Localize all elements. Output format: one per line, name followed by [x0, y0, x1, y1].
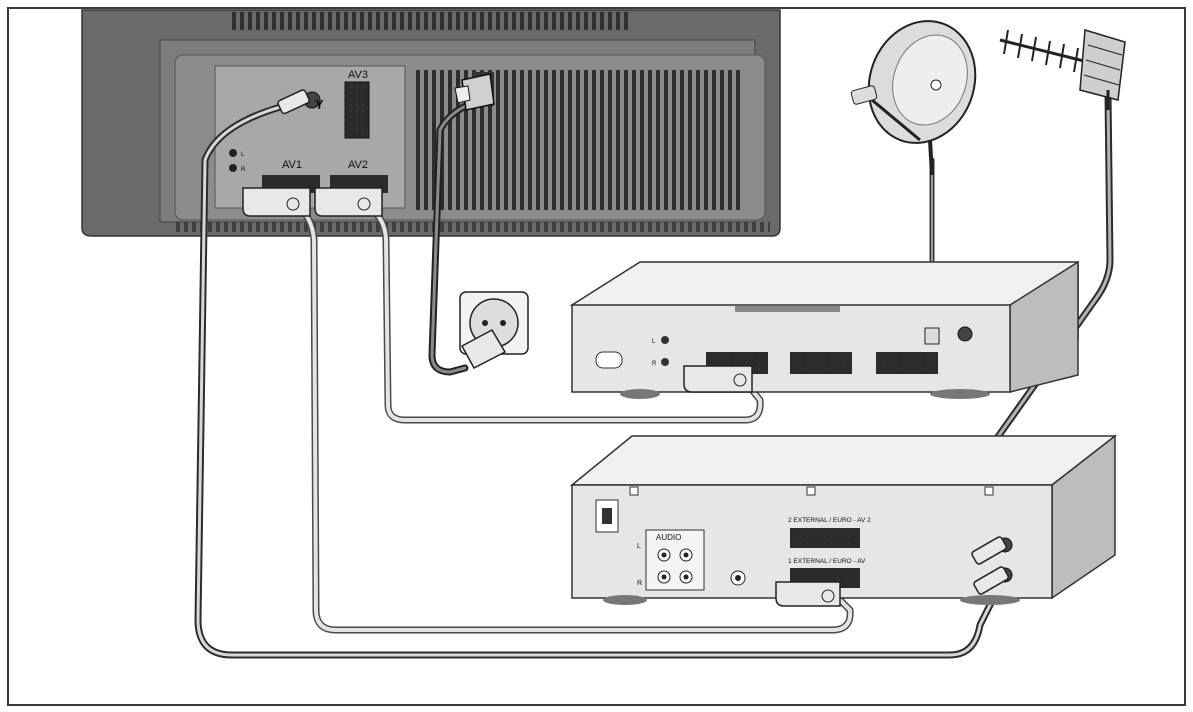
- av3-label: AV3: [348, 69, 368, 81]
- sat-audio-r-jack: [661, 358, 669, 366]
- yagi-antenna-icon: [999, 29, 1126, 110]
- av1-label: AV1: [282, 159, 302, 171]
- tv-audio-r-jack: [229, 164, 237, 172]
- sat-lnb-input: [957, 326, 973, 342]
- tv-audio-l-label: L: [241, 152, 245, 158]
- scart-plug-sat: [683, 365, 753, 393]
- vcr-scart2-label: 2 EXTERNAL / EURO - AV 2: [788, 517, 871, 524]
- scart-plug-vcr: [775, 581, 841, 607]
- wall-socket-icon: [459, 291, 529, 370]
- sat-audio-l-label: L: [652, 339, 656, 345]
- satellite-dish-icon: [850, 20, 977, 176]
- satellite-receiver: L R: [569, 260, 1079, 399]
- wall-plug: [460, 329, 507, 370]
- scart-plug-av2: [314, 187, 383, 217]
- lnb-plug: [924, 327, 940, 345]
- tv-audio-r-label: R: [241, 167, 246, 173]
- antenna-symbol: Y: [315, 97, 324, 112]
- vcr-audio-r-label: R: [637, 580, 642, 587]
- vcr-audio-panel: [645, 529, 705, 591]
- tv-rear: AV3 Y L R AV1 AV2: [81, 9, 781, 237]
- sat-power-inlet: [595, 351, 623, 369]
- power-plug-icon: [454, 73, 495, 111]
- vcr: AUDIO L R 2 EXTERNAL / EURO - AV 2 1 EXT…: [569, 434, 1118, 607]
- vcr-audio-label: AUDIO: [656, 533, 681, 542]
- av2-label: AV2: [348, 159, 368, 171]
- sat-audio-r-label: R: [652, 361, 657, 367]
- tv-plugs: [242, 73, 495, 217]
- rf-plug-out: [973, 566, 1010, 595]
- scart-plug-av1: [242, 187, 311, 217]
- vcr-audio-l-label: L: [637, 543, 641, 550]
- rf-plug-in: [971, 536, 1008, 565]
- antenna-plug: [277, 89, 310, 115]
- sat-audio-l-jack: [661, 336, 669, 344]
- vcr-scart1-label: 1 EXTERNAL / EURO - AV: [788, 558, 866, 565]
- tv-audio-l-jack: [229, 149, 237, 157]
